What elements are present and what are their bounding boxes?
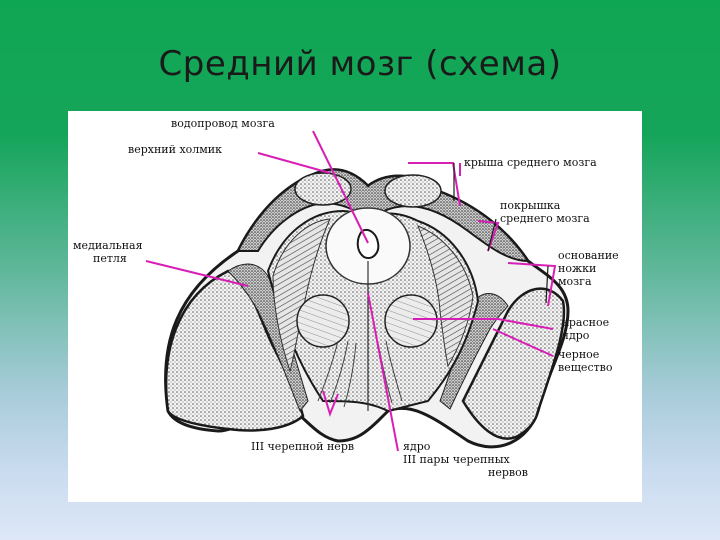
label-tectum: крыша среднего мозга — [464, 156, 597, 169]
right-superior-colliculus — [385, 175, 441, 207]
label-cranial-nerve: III черепной нерв — [251, 440, 354, 453]
label-red-nucleus-line2: ядро — [562, 329, 590, 342]
pointer-superior-colliculus — [258, 153, 330, 173]
label-superior-colliculus: верхний холмик — [128, 143, 222, 156]
label-nucleus-line3: нервов — [488, 466, 528, 479]
label-tegmentum-line2: среднего мозга — [500, 212, 590, 225]
label-nucleus-line1: ядро — [403, 440, 431, 453]
right-red-nucleus — [385, 295, 437, 347]
slide-title: Средний мозг (схема) — [0, 44, 720, 84]
label-medial-lemniscus-line1: медиальная — [73, 239, 143, 252]
label-basis-line1: основание — [558, 249, 619, 262]
label-tegmentum-line1: покрышка — [500, 199, 561, 212]
midbrain-diagram: водопровод мозга верхний холмик крыша ср… — [68, 111, 642, 502]
label-medial-lemniscus-line2: петля — [93, 252, 127, 265]
label-nucleus-line2: III пары черепных — [403, 453, 510, 466]
midbrain-diagram-svg: водопровод мозга верхний холмик крыша ср… — [68, 111, 642, 502]
label-substantia-nigra-line2: вещество — [558, 361, 613, 374]
label-substantia-nigra-line1: черное — [558, 348, 599, 361]
left-red-nucleus — [297, 295, 349, 347]
label-basis-line3: мозга — [558, 275, 592, 288]
label-aqueduct: водопровод мозга — [171, 117, 275, 130]
label-red-nucleus-line1: красное — [562, 316, 609, 329]
label-basis-line2: ножки — [558, 262, 596, 275]
left-superior-colliculus — [295, 173, 351, 205]
cerebral-aqueduct — [358, 230, 379, 258]
